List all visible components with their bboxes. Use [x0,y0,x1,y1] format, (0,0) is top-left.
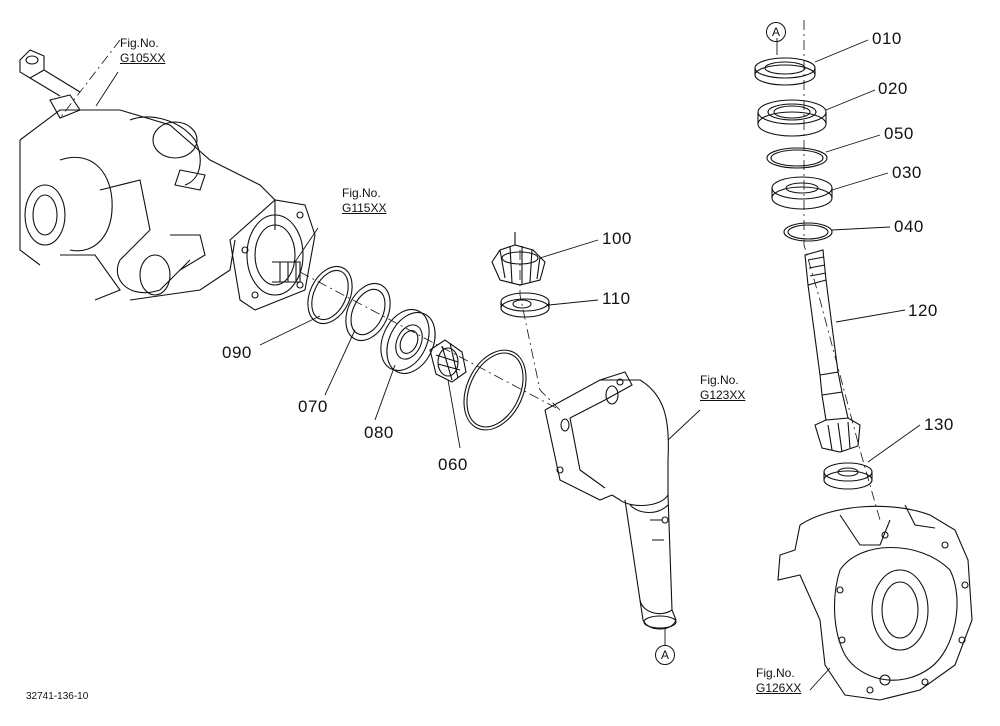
part-010-drawing [755,58,815,85]
part-label-130: 130 [924,415,954,434]
part-label-030: 030 [892,163,922,182]
part-020-drawing [758,100,826,136]
leader-lines [96,38,920,690]
part-label-090: 090 [222,343,252,362]
part-label-080: 080 [364,423,394,442]
part-100-drawing [492,232,545,285]
part-label-050: 050 [884,124,914,143]
part-label-010: 010 [872,29,902,48]
figure-ref-number: G123XX [700,388,746,402]
figure-ref-g115xx[interactable]: Fig.No. G115XX [342,186,386,216]
part-120-drawing [805,250,860,452]
figure-ref-label: Fig.No. [700,373,739,387]
part-label-020: 020 [878,79,908,98]
part-label-110: 110 [602,289,631,308]
gear-case-drawing [778,505,972,700]
part-080-drawing [372,302,445,382]
part-label-100: 100 [602,229,632,248]
elbow-case-drawing [545,372,676,629]
connector-mark-a-bottom: A [655,645,675,665]
part-030-drawing [772,177,832,209]
connector-mark-a-top: A [766,22,786,42]
figure-ref-g123xx[interactable]: Fig.No. G123XX [700,373,745,403]
figure-ref-number: G115XX [342,201,387,215]
o-ring-drawing [452,340,538,440]
part-label-060: 060 [438,455,468,474]
part-060-drawing [430,340,466,382]
axle-housing-drawing [20,50,315,310]
part-110-drawing [501,293,549,317]
figure-ref-label: Fig.No. [120,36,159,50]
part-label-070: 070 [298,397,328,416]
figure-ref-number: G126XX [756,681,802,695]
part-090-drawing [299,259,361,330]
part-040-drawing [784,223,832,241]
figure-ref-g105xx[interactable]: Fig.No. G105XX [120,36,165,66]
diagram-code: 32741-136-10 [26,691,89,702]
part-050-drawing [767,148,827,168]
figure-ref-number: G105XX [120,51,166,65]
figure-ref-label: Fig.No. [342,186,381,200]
part-label-040: 040 [894,217,924,236]
part-130-drawing [824,463,872,489]
part-070-drawing [337,276,399,347]
figure-ref-g126xx[interactable]: Fig.No. G126XX [756,666,801,696]
figure-ref-label: Fig.No. [756,666,795,680]
assembly-axis-lines [60,20,880,520]
part-label-120: 120 [908,301,938,320]
